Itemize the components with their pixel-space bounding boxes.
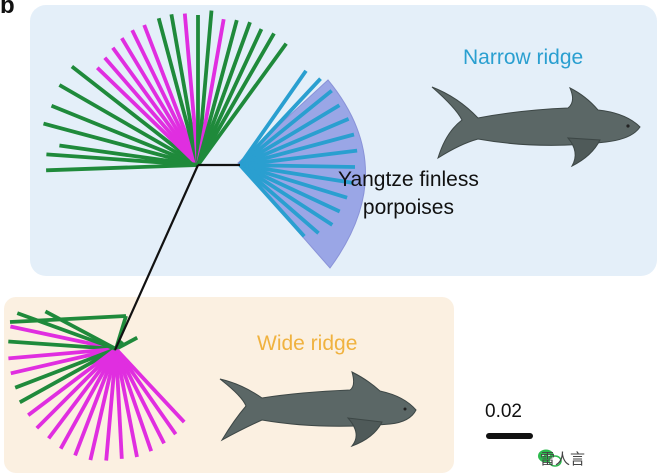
yangtze-branch-14 <box>238 163 306 238</box>
yangtze-branch-1 <box>238 69 308 167</box>
yangtze-branch-8 <box>239 163 356 169</box>
lower-branch-13 <box>73 348 118 457</box>
upper-branch-18 <box>196 21 252 166</box>
upper-branch-4 <box>70 65 200 167</box>
lower-branch-12 <box>59 348 118 450</box>
tree-trunk <box>113 163 240 351</box>
lower-branch-15 <box>104 348 118 461</box>
upper-branch-8 <box>120 37 200 166</box>
watermark-text: 雷人言 <box>540 451 586 468</box>
upper-branch-21 <box>196 42 288 167</box>
wechat-icon <box>538 449 562 467</box>
lower-branch-16 <box>114 348 124 459</box>
yangtze-branch-6 <box>239 132 355 167</box>
porpoise-wide-icon <box>219 371 417 448</box>
lower-branch-5 <box>8 347 117 361</box>
lower-branch-9 <box>27 347 118 417</box>
yangtze-branch-5 <box>239 117 350 167</box>
upper-branch-19 <box>196 28 264 166</box>
clade-label-line1: Yangtze finless <box>338 168 479 191</box>
porpoise-narrow-icon <box>431 86 641 168</box>
lower-branch-8 <box>18 347 117 404</box>
lower-branch-7 <box>14 347 117 390</box>
lower-branch-17 <box>114 348 139 458</box>
clade-label-line2: porpoises <box>362 196 454 219</box>
yangtze-branch-2 <box>238 77 322 167</box>
yangtze-branch-11 <box>239 163 341 214</box>
upper-branch-12 <box>169 13 200 166</box>
lower-branch-10 <box>35 347 118 430</box>
lower-branch-3 <box>10 324 117 351</box>
upper-branch-5 <box>95 66 200 167</box>
panel-letter: b <box>0 0 15 19</box>
yangtze-branch-10 <box>239 163 348 200</box>
lower-branch-long <box>9 314 127 324</box>
yangtze-branch-3 <box>238 89 333 167</box>
upper-fan-branches <box>43 10 288 173</box>
upper-branch-23 <box>46 152 199 167</box>
upper-branch-7 <box>111 46 200 167</box>
upper-branch-6 <box>103 56 200 167</box>
upper-branch-3 <box>58 83 199 167</box>
upper-branch-17 <box>196 19 239 166</box>
lower-branch-4 <box>8 339 117 351</box>
lower-fan-branches <box>8 309 186 461</box>
yangtze-branch-4 <box>239 103 341 167</box>
yangtze-branch-9 <box>239 163 354 185</box>
upper-branch-2 <box>50 104 199 167</box>
lower-branch-11 <box>47 347 118 440</box>
narrow-ridge-label: Narrow ridge <box>463 46 584 69</box>
upper-branch-24 <box>46 163 199 173</box>
lower-branch-6 <box>10 347 117 376</box>
upper-branch-1 <box>43 121 199 167</box>
trunk-main-branch <box>113 164 200 351</box>
yangtze-finless-porpoises-label: Yangtze finless porpoises <box>338 166 479 222</box>
upper-branch-10 <box>142 24 200 166</box>
upper-branch-9 <box>130 29 200 166</box>
upper-branch-13 <box>182 13 200 166</box>
yangtze-branch-12 <box>238 163 334 227</box>
wide-ridge-label: Wide ridge <box>257 332 358 355</box>
lower-branch-19 <box>114 348 166 445</box>
upper-branch-16 <box>196 18 226 166</box>
lower-branch-21 <box>114 347 186 424</box>
yangtze-branch-7 <box>239 148 358 167</box>
yangtze-branch-13 <box>238 163 320 235</box>
upper-branch-11 <box>156 17 200 166</box>
yangtze-fan-branches <box>238 69 358 238</box>
upper-branch-15 <box>196 10 214 166</box>
lower-branch-18 <box>114 348 153 452</box>
lower-branch-20 <box>114 347 178 436</box>
scale-bar-label: 0.02 <box>485 401 522 422</box>
lower-branch-14 <box>88 348 118 461</box>
upper-branch-20 <box>196 32 276 166</box>
